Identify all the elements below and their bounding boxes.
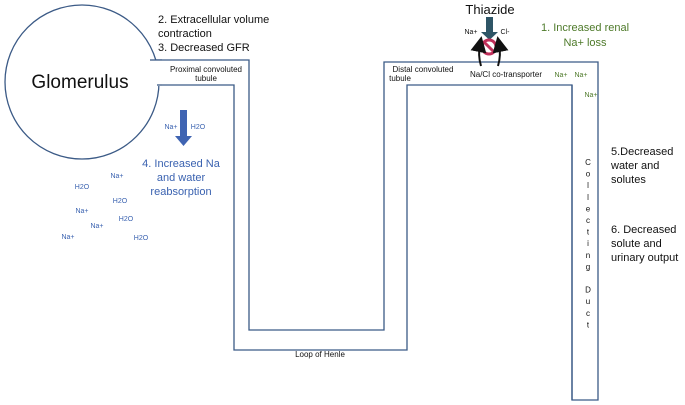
proximal-label-1: Proximal convoluted xyxy=(170,65,242,74)
scatter-label: H2O xyxy=(119,216,134,223)
step5-line3: solutes xyxy=(611,174,646,186)
collecting-duct-letter: o xyxy=(586,170,591,179)
loop-of-henle-label: Loop of Henle xyxy=(295,350,345,359)
collecting-duct-letter: l xyxy=(587,193,589,202)
step4-line2: and water xyxy=(157,172,206,184)
scatter-label: H2O xyxy=(113,198,128,205)
proximal-h2o: H2O xyxy=(191,124,206,131)
proximal-label-2: tubule xyxy=(195,74,217,83)
cotransporter-label: Na/Cl co-transporter xyxy=(470,70,542,79)
scatter-label: H2O xyxy=(134,235,149,242)
collecting-duct-letter: t xyxy=(587,228,590,237)
collecting-duct-letter: u xyxy=(586,297,590,306)
scatter-label: H2O xyxy=(75,184,90,191)
reabsorption-arrow-head xyxy=(175,136,192,146)
collecting-duct-letter: g xyxy=(586,262,590,271)
block-icon xyxy=(480,38,498,56)
distal-na-3: Na+ xyxy=(584,92,597,99)
step1-line1: 1. Increased renal xyxy=(541,22,629,34)
step5-line2: water and xyxy=(610,160,659,172)
distal-na-2: Na+ xyxy=(574,72,587,79)
collecting-duct-letter: t xyxy=(587,320,590,329)
step4-line3: reabsorption xyxy=(150,186,211,198)
scatter-label: Na+ xyxy=(75,208,88,215)
thiazide-arrow-shaft xyxy=(486,17,493,33)
proximal-na: Na+ xyxy=(164,124,177,131)
tubule-inner-wall xyxy=(157,61,599,401)
reabsorption-arrow-shaft xyxy=(180,110,187,138)
tubule-opening xyxy=(150,60,162,86)
collecting-duct-letter: c xyxy=(586,309,590,318)
cotransporter-arrow-right xyxy=(492,36,509,67)
distal-label-1: Distal convoluted xyxy=(393,65,454,74)
step6-line3: urinary output xyxy=(611,252,678,264)
step4-line1: 4. Increased Na xyxy=(142,158,221,170)
collecting-duct-letter: l xyxy=(587,181,589,190)
glomerulus-label: Glomerulus xyxy=(31,72,128,93)
step6-line2: solute and xyxy=(611,238,662,250)
cotransporter-cl: Cl- xyxy=(501,29,511,36)
cotransporter-na: Na+ xyxy=(464,29,477,36)
scatter-label: Na+ xyxy=(90,223,103,230)
collecting-duct-letter: e xyxy=(586,204,591,213)
distal-na-1: Na+ xyxy=(554,72,567,79)
thiazide-label: Thiazide xyxy=(465,2,514,17)
step2-line2: contraction xyxy=(158,28,212,40)
cotransporter-arrow-left xyxy=(470,36,487,67)
collecting-duct-letter: i xyxy=(587,239,589,248)
scatter-label: Na+ xyxy=(61,234,74,241)
tubule-outer-wall xyxy=(124,59,580,331)
step6-line1: 6. Decreased xyxy=(611,224,676,236)
distal-label-2: tubule xyxy=(389,74,411,83)
step3: 3. Decreased GFR xyxy=(158,42,250,54)
collecting-duct-letter: c xyxy=(586,216,590,225)
collecting-duct-letter: C xyxy=(585,158,591,167)
collecting-duct-letter: D xyxy=(585,286,591,295)
scatter-label: Na+ xyxy=(110,173,123,180)
step2-line1: 2. Extracellular volume xyxy=(158,14,269,26)
thiazide-arrow-head xyxy=(481,32,498,40)
step5-line1: 5.Decreased xyxy=(611,146,673,158)
step1-line2: Na+ loss xyxy=(563,37,607,49)
collecting-duct-letter: n xyxy=(586,251,590,260)
